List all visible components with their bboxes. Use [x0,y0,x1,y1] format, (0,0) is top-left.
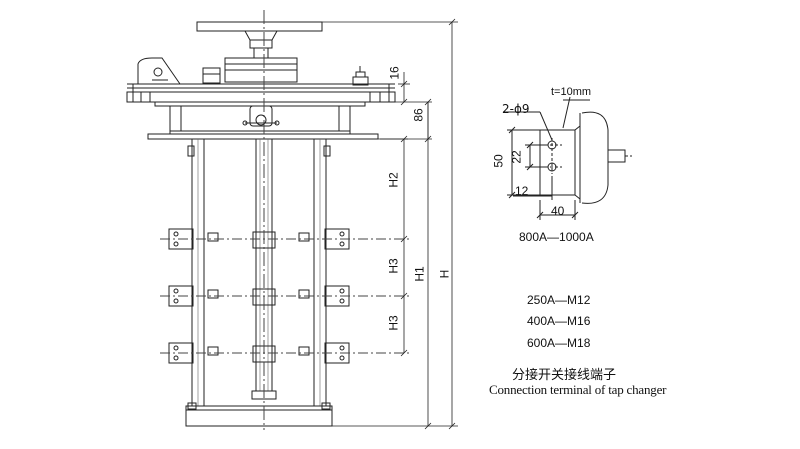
detail-holes-label: 2-ϕ9 [502,102,530,116]
terminal-size-400: 400A—M16 [527,314,591,328]
terminal-size-600: 600A—M18 [527,336,591,350]
terminal-detail [503,96,632,220]
caption-english: Connection terminal of tap changer [489,382,667,397]
dim-h3-upper-label: H3 [386,258,401,274]
dimension-lines [322,18,458,430]
detail-rating-label: 800A—1000A [519,230,594,244]
detail-dim-22-label: 22 [509,150,524,164]
top-flange [126,83,396,140]
dim-86-label: 86 [411,108,426,122]
detail-thickness-label: t=10mm [551,86,592,98]
terminal-centerlines [160,10,410,430]
bottom-frame [185,402,333,427]
dim-16-label: 16 [387,66,402,80]
terminal-size-250: 250A—M12 [527,293,591,307]
detail-dim-50-label: 50 [491,154,506,168]
detail-dim-12-label: 12 [515,184,529,198]
handwheel [196,21,323,59]
dim-h3-lower-label: H3 [386,315,401,331]
dim-h1-label: H1 [412,266,427,282]
caption-chinese: 分接开关接线端子 [512,368,617,383]
detail-dim-40-label: 40 [551,204,565,218]
dim-h2-label: H2 [386,172,401,188]
dim-h-label: H [437,269,452,279]
insulating-rods [187,138,331,407]
drive-housing [137,57,369,86]
